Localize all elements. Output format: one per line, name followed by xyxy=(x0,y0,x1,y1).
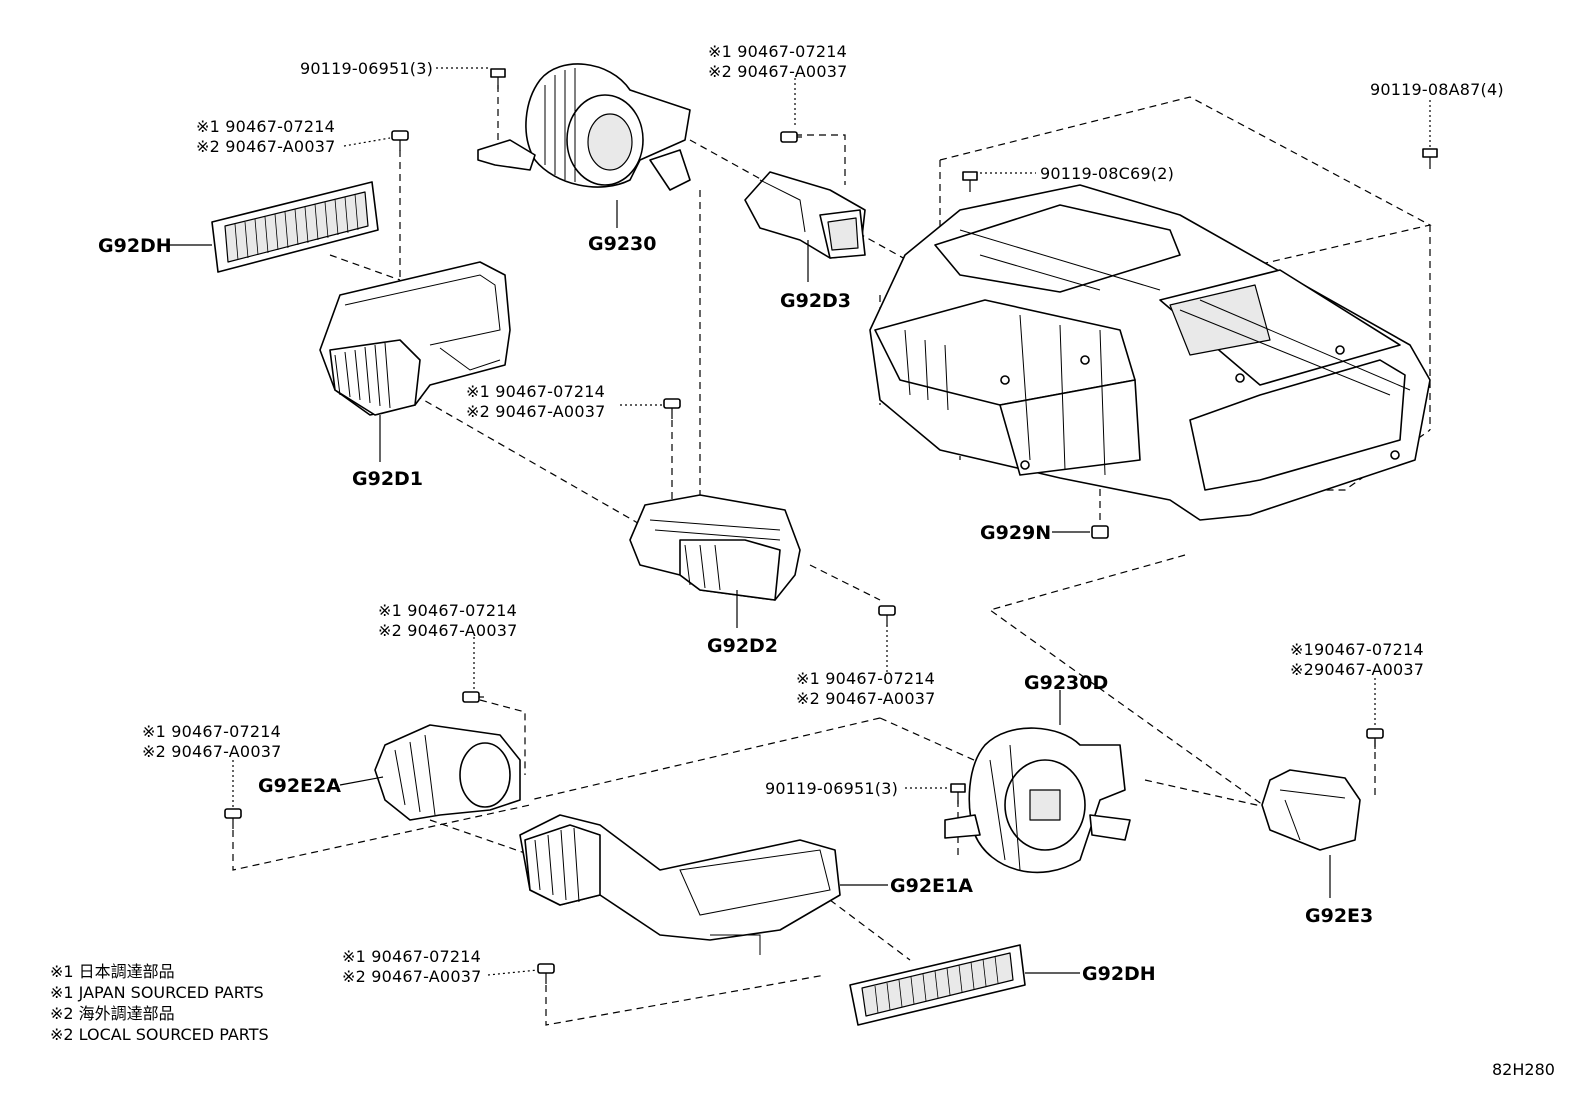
bolt-icon xyxy=(1422,148,1438,169)
callout-90119-08c69: 90119-08C69(2) xyxy=(1040,164,1174,183)
callout-clip-top-line2: ※2 90467-A0037 xyxy=(708,62,847,81)
callout-clip-lower-line2: ※2 90467-A0037 xyxy=(142,742,281,761)
callout-90119-08a87: 90119-08A87(4) xyxy=(1370,80,1504,99)
callout-clip-right-line2: ※290467-A0037 xyxy=(1290,660,1424,679)
clip-icon xyxy=(391,130,409,151)
clip-icon xyxy=(224,808,242,829)
bolt-icon xyxy=(950,783,966,804)
label-g92d1: G92D1 xyxy=(352,468,423,490)
dashed-guide-lines xyxy=(232,85,1432,1026)
filter-g92dh-top-drawing xyxy=(211,181,379,273)
part-number-callouts: 90119-06951(3) ※1 90467-07214 ※2 90467-A… xyxy=(142,42,1504,986)
callout-clip-mid-line1: ※1 90467-07214 xyxy=(466,382,605,401)
callout-clip-bottom-line2: ※2 90467-A0037 xyxy=(342,967,481,986)
label-g92dh-top: G92DH xyxy=(98,235,172,257)
callout-90119-06951-lower: 90119-06951(3) xyxy=(765,779,898,798)
callout-clip-g92dh-line1: ※1 90467-07214 xyxy=(196,117,335,136)
callout-clip-mid-line2: ※2 90467-A0037 xyxy=(466,402,605,421)
sourcing-notes: ※1 日本調達部品 ※1 JAPAN SOURCED PARTS ※2 海外調達… xyxy=(50,962,269,1044)
callout-clip-left-line1: ※1 90467-07214 xyxy=(378,601,517,620)
filter-g92dh-bottom-drawing xyxy=(849,944,1026,1026)
leader-lines xyxy=(158,67,1431,976)
clip-icon xyxy=(462,691,484,703)
label-g92d2: G92D2 xyxy=(707,635,778,657)
part-code-labels: G92DH G9230 G92D3 G92D1 G929N G92D2 G923… xyxy=(98,233,1373,985)
duct-g92d1-drawing xyxy=(319,261,511,416)
bolt-icon xyxy=(490,68,506,89)
duct-g92e1a-drawing xyxy=(519,814,841,955)
blower-g9230d-drawing xyxy=(944,727,1131,874)
callout-clip-g92d2-line1: ※1 90467-07214 xyxy=(796,669,935,688)
bolt-icon xyxy=(962,171,978,192)
label-g92d3: G92D3 xyxy=(780,290,851,312)
blower-g9230-drawing xyxy=(477,63,691,191)
label-g9230d: G9230D xyxy=(1024,672,1108,694)
note-line-2: ※1 JAPAN SOURCED PARTS xyxy=(50,983,264,1002)
label-g929n: G929N xyxy=(980,522,1051,544)
label-g92e3: G92E3 xyxy=(1305,905,1373,927)
illustration-id: 82H280 xyxy=(1492,1060,1555,1079)
label-g92e1a: G92E1A xyxy=(890,875,973,897)
label-g9230: G9230 xyxy=(588,233,656,255)
battery-assembly-drawing xyxy=(869,184,1431,521)
clip-icon xyxy=(663,398,681,419)
note-line-1: ※1 日本調達部品 xyxy=(50,962,175,981)
callout-clip-g92d2-line2: ※2 90467-A0037 xyxy=(796,689,935,708)
note-line-3: ※2 海外調達部品 xyxy=(50,1004,175,1023)
nut-icon xyxy=(1091,525,1109,539)
clip-icon xyxy=(878,605,896,626)
clip-icon xyxy=(1366,728,1384,749)
label-g92dh-bottom: G92DH xyxy=(1082,963,1156,985)
callout-clip-right-line1: ※190467-07214 xyxy=(1290,640,1424,659)
callout-90119-06951-top: 90119-06951(3) xyxy=(300,59,433,78)
duct-g92d2-drawing xyxy=(629,494,801,601)
callout-clip-lower-line1: ※1 90467-07214 xyxy=(142,722,281,741)
note-line-4: ※2 LOCAL SOURCED PARTS xyxy=(50,1025,269,1044)
callout-clip-left-line2: ※2 90467-A0037 xyxy=(378,621,517,640)
duct-g92e3-drawing xyxy=(1261,769,1361,851)
duct-g92d3-drawing xyxy=(744,171,866,259)
duct-g92e2a-drawing xyxy=(374,724,521,821)
callout-clip-top-line1: ※1 90467-07214 xyxy=(708,42,847,61)
callout-clip-g92dh-line2: ※2 90467-A0037 xyxy=(196,137,335,156)
clip-icon xyxy=(780,131,802,143)
callout-clip-bottom-line1: ※1 90467-07214 xyxy=(342,947,481,966)
fastener-icons xyxy=(224,68,1438,984)
clip-icon xyxy=(537,963,555,984)
label-g92e2a: G92E2A xyxy=(258,775,341,797)
